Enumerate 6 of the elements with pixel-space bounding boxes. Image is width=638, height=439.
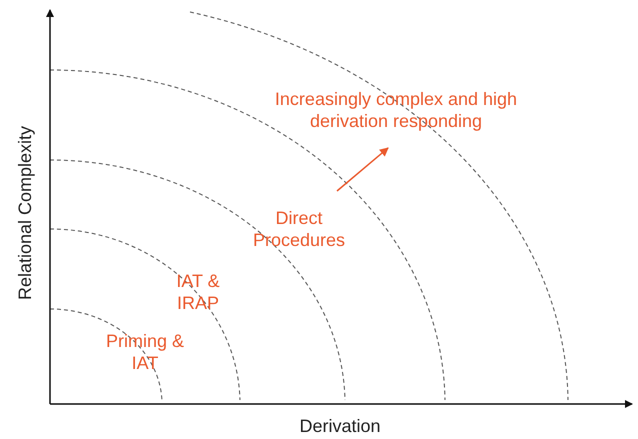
region-label: Increasingly complex and high derivation responding <box>274 88 518 132</box>
axis-title: Derivation <box>298 415 382 437</box>
region-label: IAT & IRAP <box>175 270 221 314</box>
region-label: Direct Procedures <box>252 207 346 251</box>
region-label: Priming & IAT <box>104 330 186 374</box>
axis-title: Relational Complexity <box>14 124 36 302</box>
